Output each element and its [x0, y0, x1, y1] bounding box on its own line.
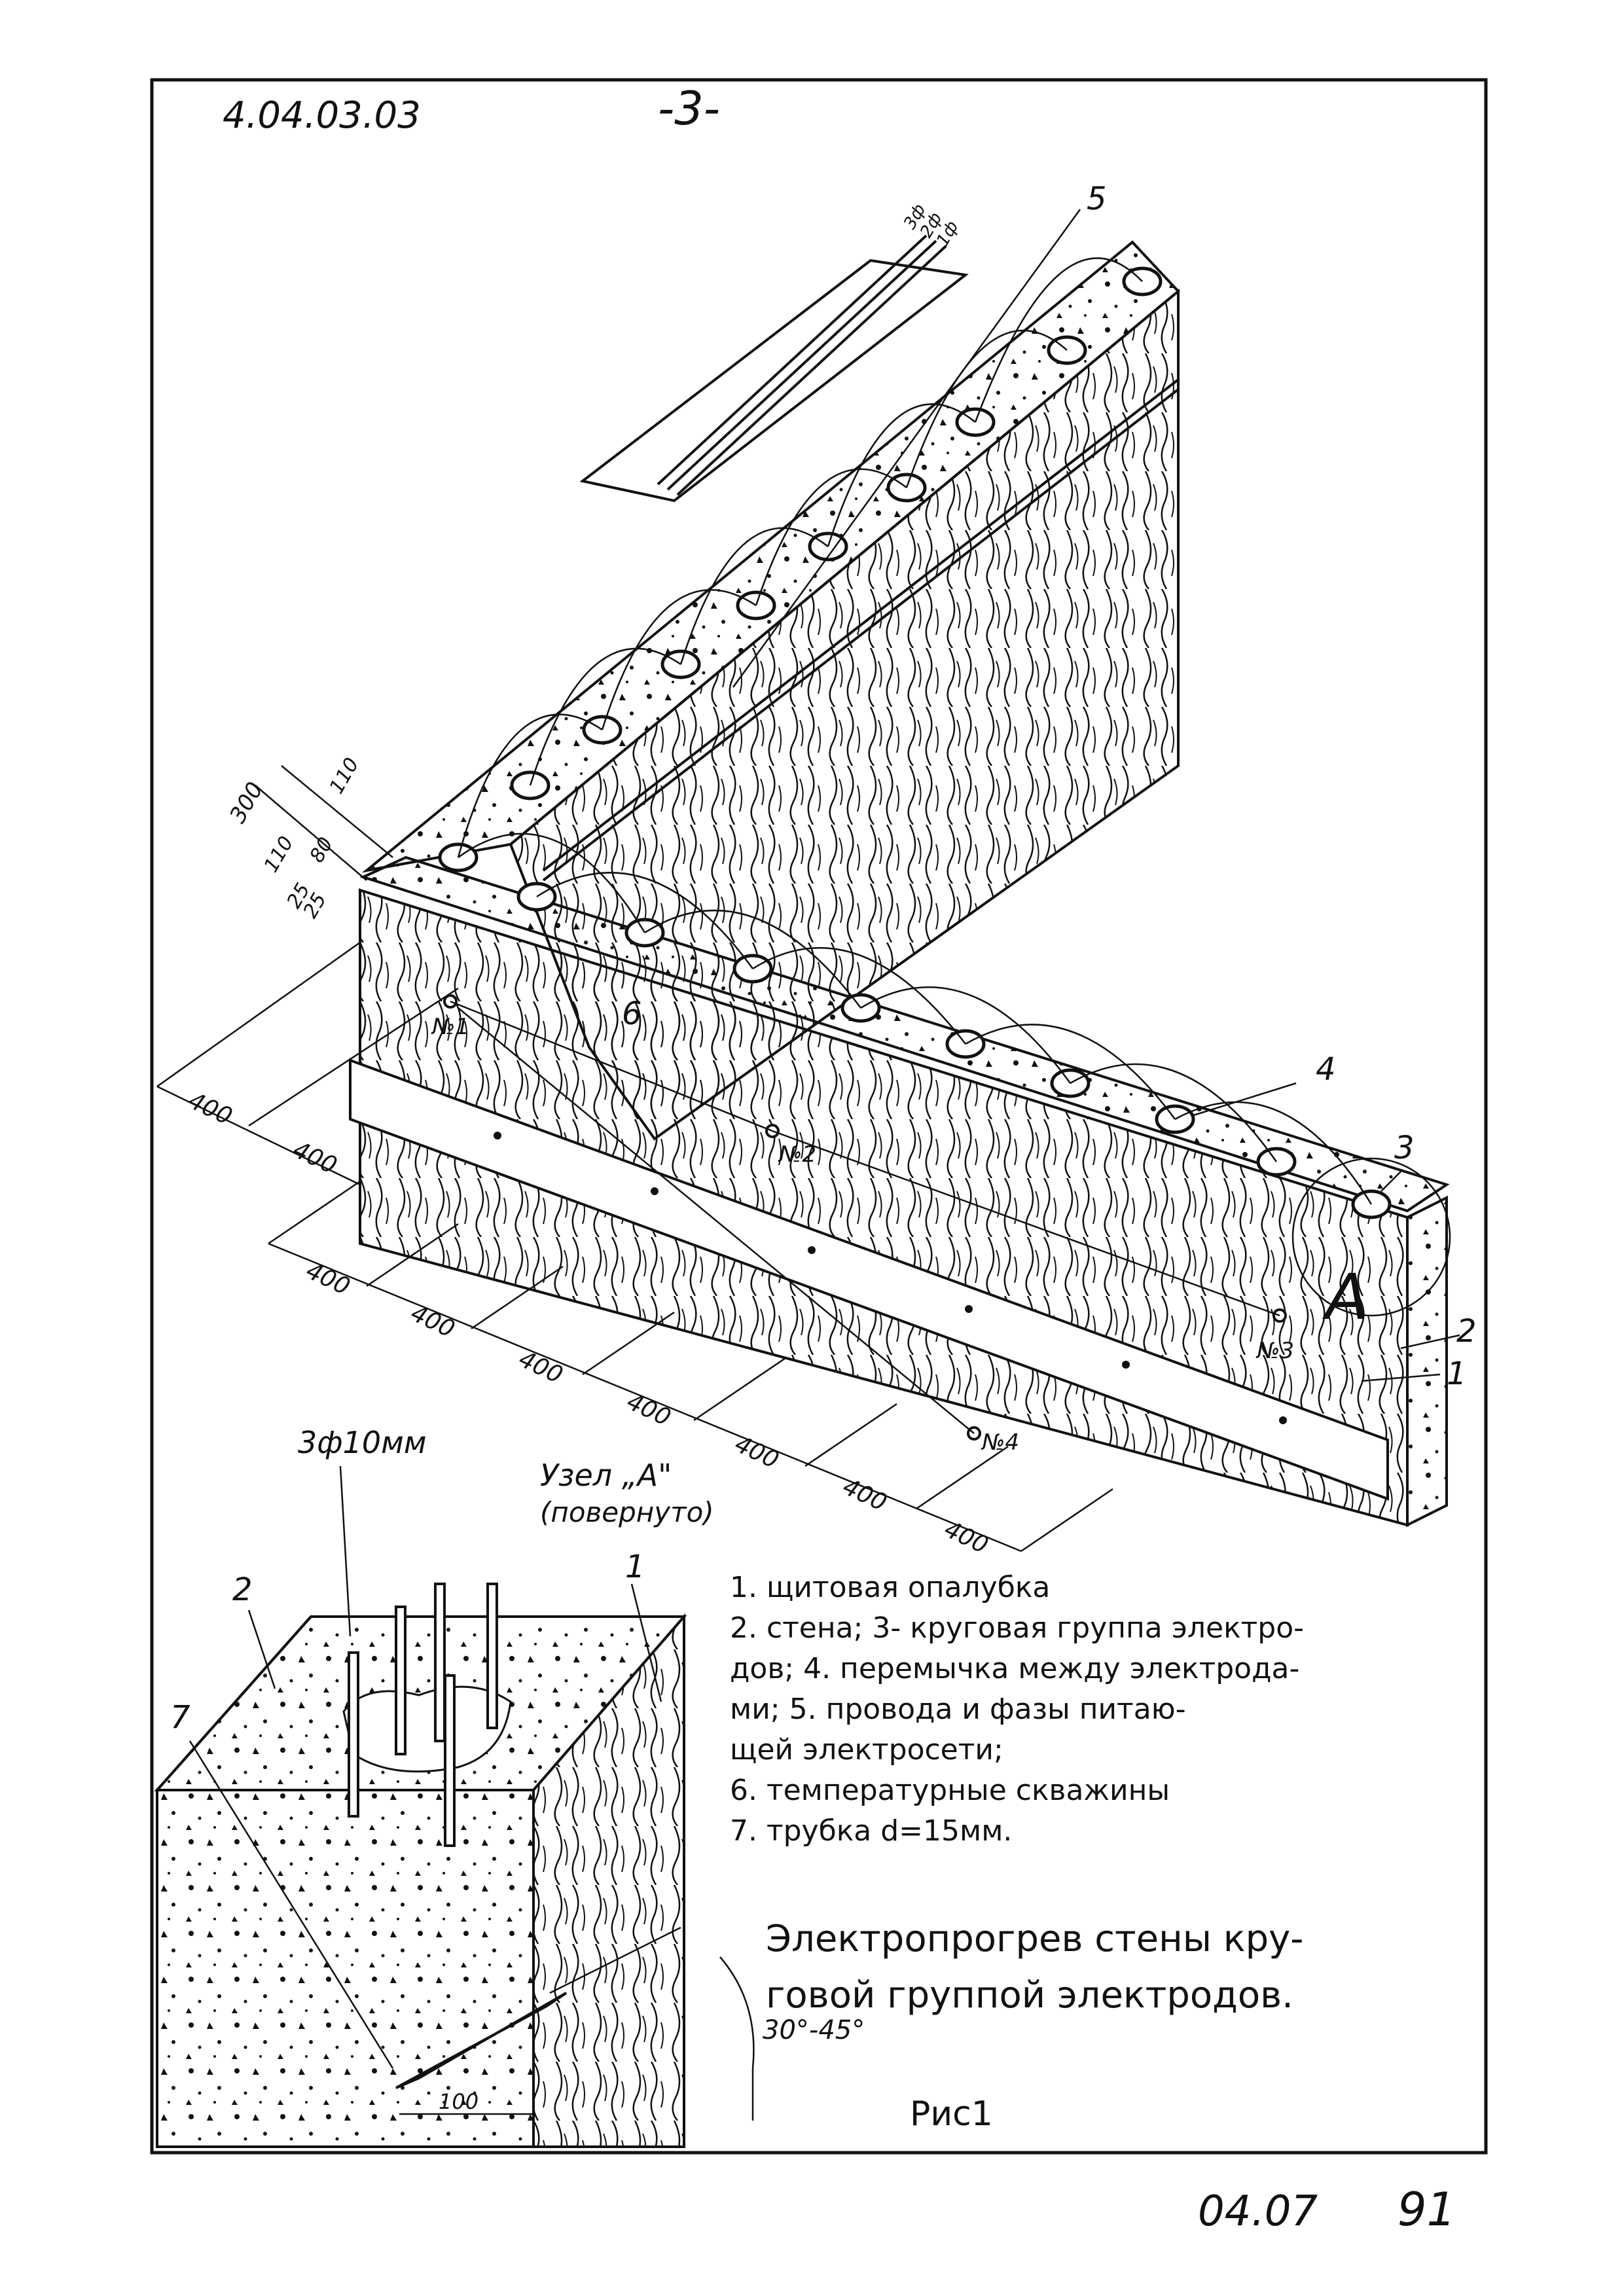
- callout-node-1: 1: [625, 1549, 645, 1585]
- node-title: Узел „A": [540, 1458, 672, 1493]
- dim-80: 80: [306, 833, 338, 867]
- callout-numbers: 5 6 4 3 2 1: [622, 181, 1477, 1392]
- callout-5: 5: [1087, 181, 1107, 217]
- callout-3: 3: [1394, 1130, 1415, 1166]
- dim-left-1: 400: [184, 1087, 236, 1130]
- legend-line-2: 2. стена; 3- круговая группа электро-: [730, 1611, 1305, 1645]
- legend-line-7: 7. трубка d=15мм.: [730, 1814, 1013, 1848]
- node-detail: 100 30°-45° 3ф10мм 2 7 1: [154, 1425, 865, 2148]
- node-letter: A: [1322, 1261, 1369, 1334]
- well-3-label: №3: [1255, 1338, 1294, 1364]
- callout-6: 6: [622, 996, 642, 1032]
- dim-bottom-2: 400: [406, 1300, 459, 1343]
- rods-label: 3ф10мм: [298, 1425, 427, 1460]
- page-number: 91: [1398, 2183, 1456, 2236]
- angle-label: 30°-45°: [763, 2015, 865, 2045]
- dim-110-a: 110: [325, 754, 364, 798]
- legend-line-1: 1. щитовая опалубка: [730, 1571, 1051, 1604]
- electrode-jumpers: [457, 257, 1451, 1317]
- callout-node-2: 2: [232, 1571, 253, 1608]
- dim-bottom-6: 400: [839, 1473, 891, 1516]
- figure-caption: Электропрогрев стены кру- говой группой …: [766, 1911, 1420, 2024]
- diagonal-wall: [361, 240, 1180, 1141]
- node-subtitle: (повернуто): [540, 1496, 714, 1528]
- sheet-code: 04.07: [1198, 2187, 1318, 2236]
- legend: 1. щитовая опалубка 2. стена; 3- кругова…: [730, 1568, 1489, 1852]
- dim-300: 300: [225, 778, 268, 827]
- dim-110-b: 110: [260, 833, 298, 876]
- legend-line-4: ми; 5. провода и фазы питаю-: [730, 1693, 1186, 1726]
- caption-line-1: Электропрогрев стены кру-: [766, 1918, 1304, 1960]
- page-mark: -3-: [658, 82, 720, 135]
- dim-100: 100: [439, 2089, 478, 2114]
- sheet-frame: [150, 78, 1488, 2155]
- legend-line-6: 6. температурные скважины: [730, 1774, 1170, 1807]
- callout-2: 2: [1456, 1313, 1477, 1350]
- dim-bottom-7: 400: [940, 1516, 992, 1559]
- figure-label: Рис1: [910, 2094, 993, 2134]
- callout-4: 4: [1316, 1051, 1336, 1088]
- callout-node-7: 7: [170, 1699, 190, 1736]
- well-1-label: №1: [431, 1014, 469, 1040]
- well-2-label: №2: [778, 1141, 816, 1168]
- dim-left-2: 400: [289, 1136, 341, 1179]
- callout-1: 1: [1447, 1355, 1467, 1392]
- dim-bottom-5: 400: [731, 1431, 783, 1474]
- legend-line-3: дов; 4. перемычка между электрода-: [730, 1652, 1300, 1685]
- caption-line-2: говой группой электродов.: [766, 1974, 1293, 2017]
- dim-bottom-1: 400: [302, 1257, 354, 1300]
- dim-bottom-3: 400: [514, 1346, 567, 1389]
- document-code: 4.04.03.03: [223, 94, 421, 137]
- legend-line-5: щей электросети;: [730, 1733, 1003, 1767]
- dim-bottom-4: 400: [623, 1388, 675, 1431]
